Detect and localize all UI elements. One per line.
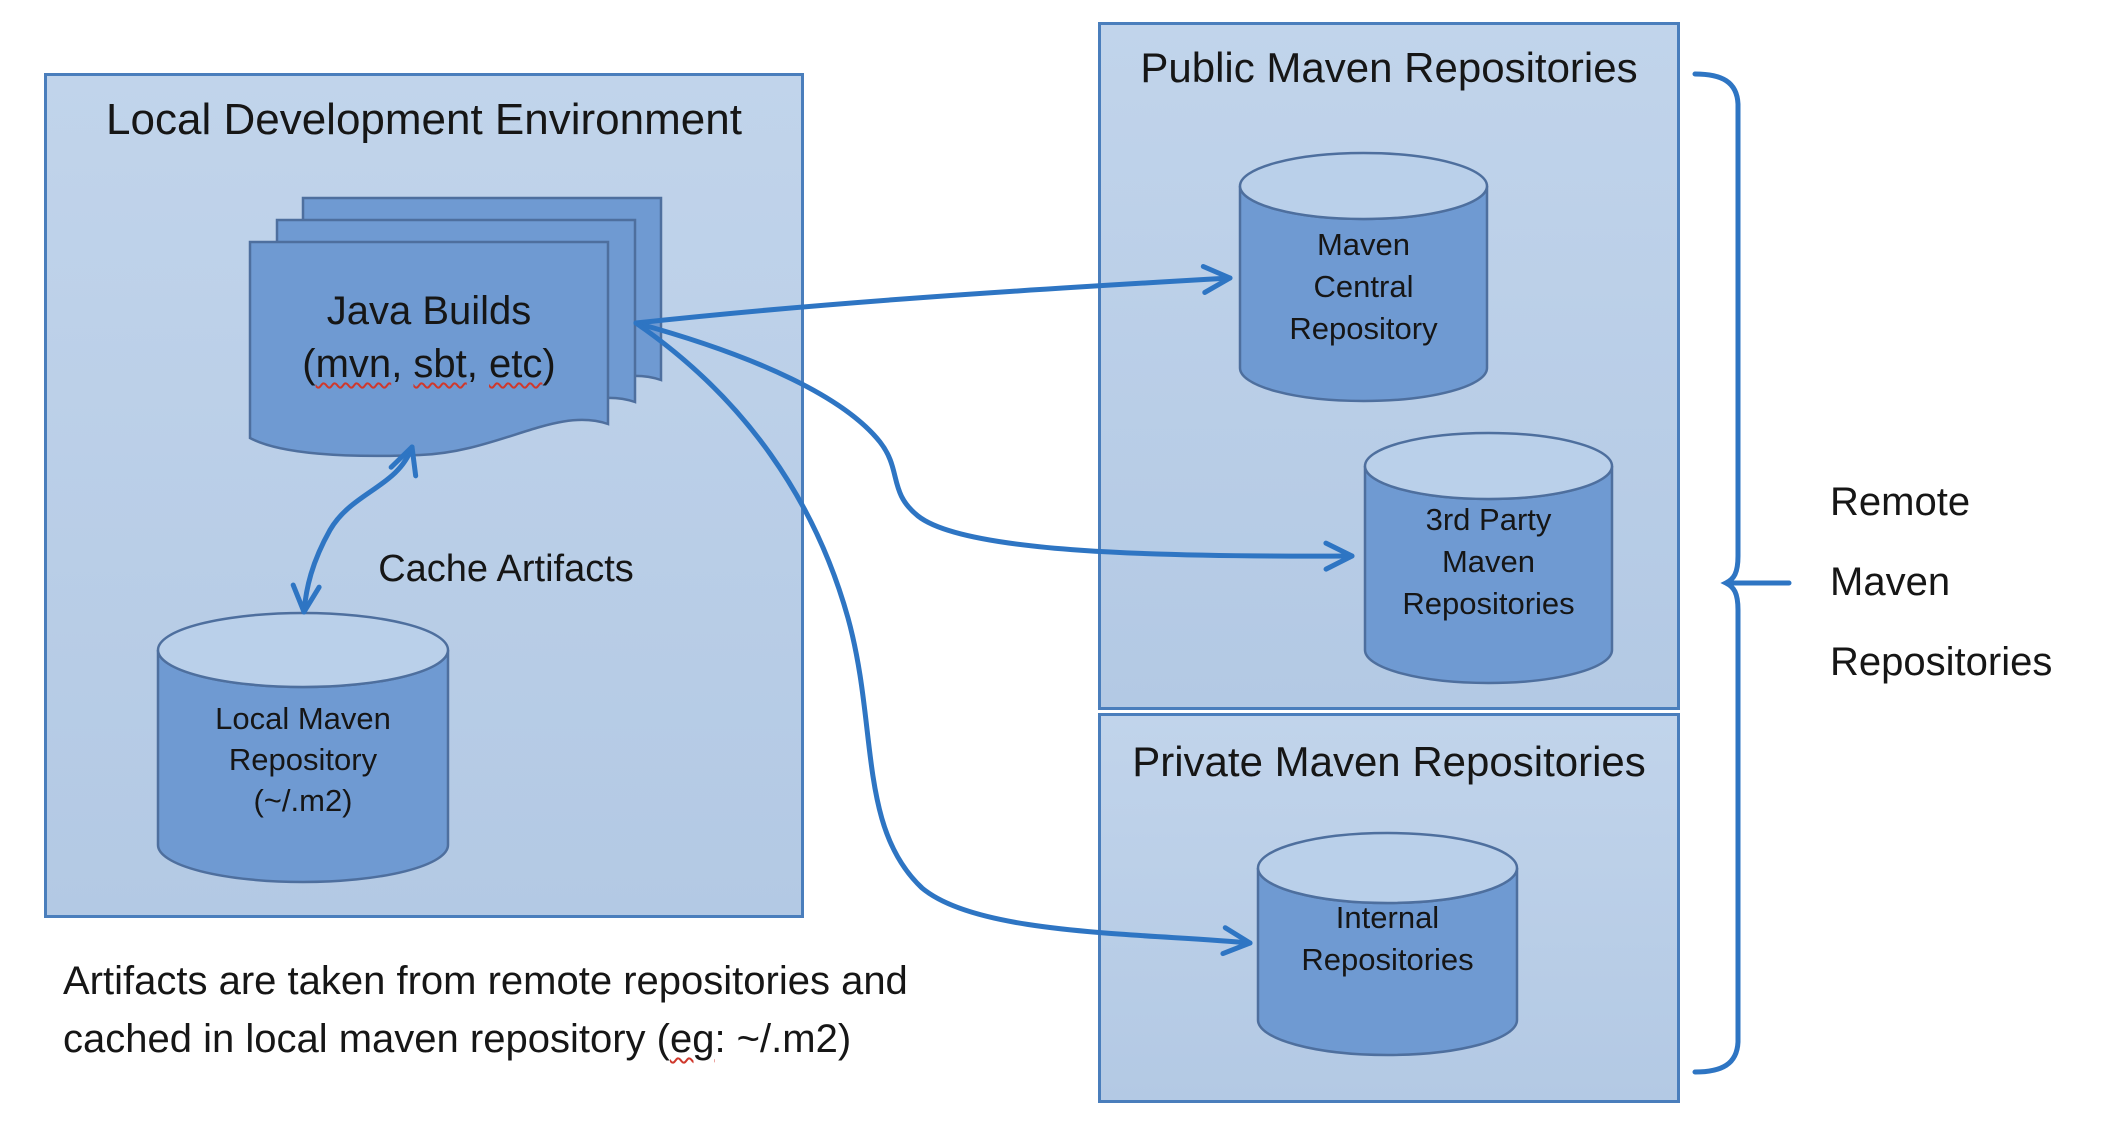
local-maven-repository-label: Local Maven Repository (~/.m2)	[215, 701, 391, 818]
third-party-label: 3rd Party Maven Repositories	[1402, 502, 1575, 621]
caption-line1: Artifacts are taken from remote reposito…	[63, 959, 908, 1003]
diagram-caption: Artifacts are taken from remote reposito…	[63, 952, 908, 1068]
internal-repositories-label: Internal Repositories	[1301, 900, 1474, 977]
java-builds-label: Java Builds (mvn, sbt, etc)	[250, 285, 608, 391]
java-builds-line2: (mvn, sbt, etc)	[302, 342, 556, 386]
local-environment-title: Local Development Environment	[106, 95, 742, 144]
cache-artifacts-label: Cache Artifacts	[378, 548, 634, 590]
maven-central-label: Maven Central Repository	[1289, 227, 1438, 346]
spellcheck-word-mvn: mvn	[315, 342, 392, 386]
private-repositories-title: Private Maven Repositories	[1132, 738, 1646, 785]
java-builds-line1: Java Builds	[326, 289, 532, 333]
public-repositories-title: Public Maven Repositories	[1140, 44, 1638, 91]
caption-line2: cached in local maven repository (eg: ~/…	[63, 1017, 852, 1061]
spellcheck-word-sbt: sbt	[413, 342, 467, 386]
spellcheck-word-eg: eg	[669, 1017, 715, 1061]
bracket-curve	[1692, 71, 1741, 1075]
remote-group-bracket	[1692, 71, 1792, 1075]
spellcheck-word-etc: etc	[489, 342, 543, 386]
remote-maven-repositories-label: Remote Maven Repositories	[1830, 480, 2053, 684]
